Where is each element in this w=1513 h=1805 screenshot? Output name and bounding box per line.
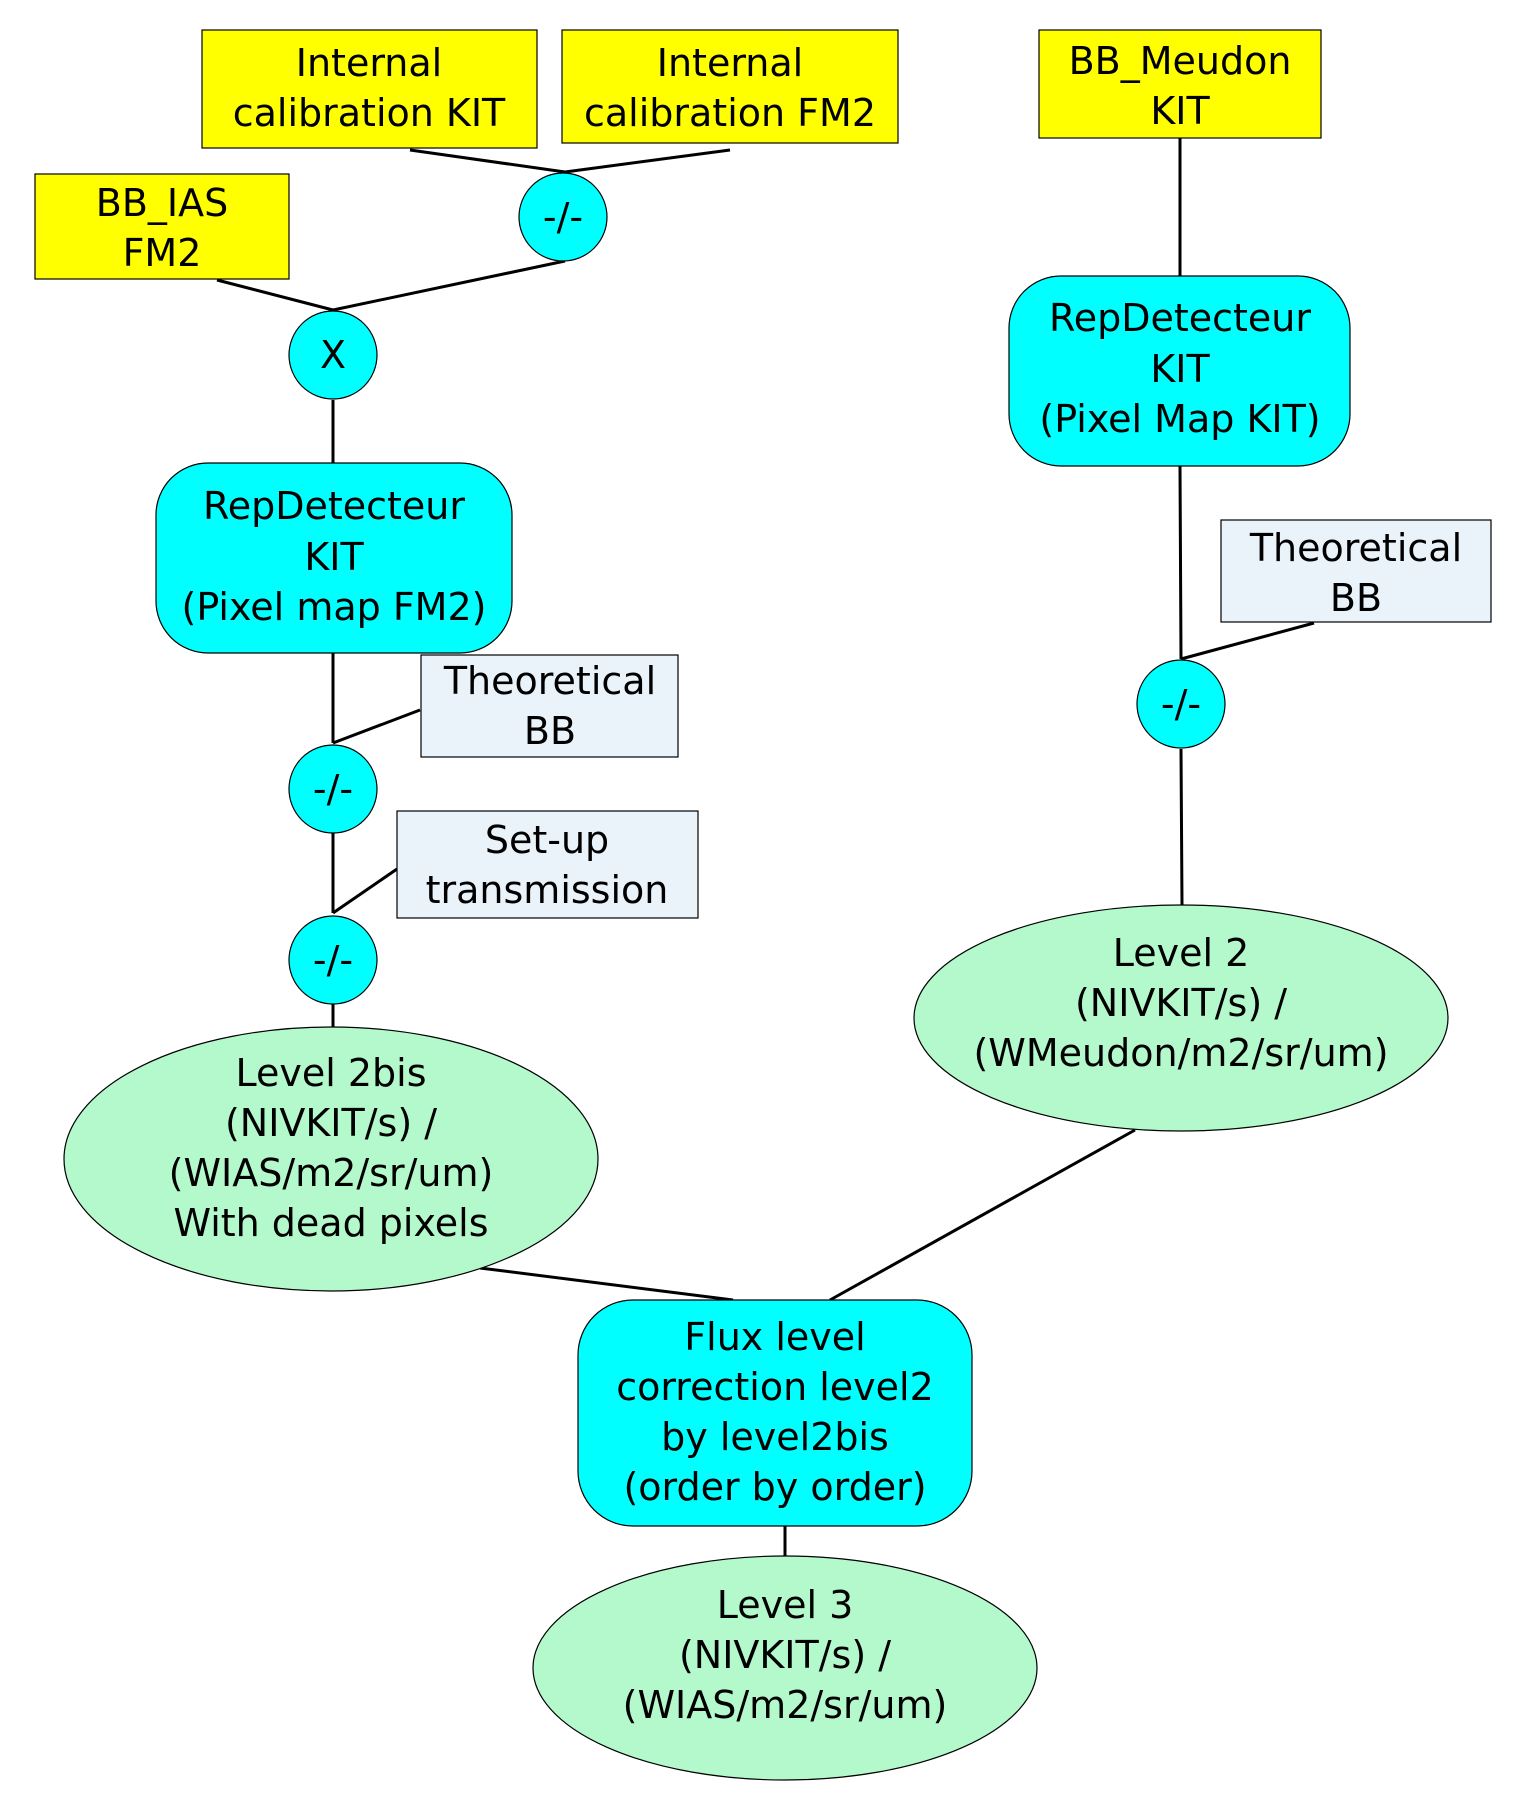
flux-correction-line-1: Flux level (684, 1315, 865, 1359)
internal-calibration-fm2-box: Internal calibration FM2 (561, 29, 899, 144)
edge-repdetecteur-right-to-divide (1178, 465, 1183, 660)
divide-operator-left-2-label: -/- (313, 938, 353, 982)
divide-operator-right-label: -/- (1161, 682, 1201, 726)
theoretical-bb-right-line-2: BB (1330, 576, 1382, 620)
setup-transmission-line-2: transmission (426, 868, 669, 912)
level2bis-line-1: Level 2bis (235, 1051, 426, 1095)
edge-setup-transmission (332, 867, 398, 915)
level2bis-ellipse: Level 2bis (NIVKIT/s) / (WIAS/m2/sr/um) … (63, 1026, 599, 1292)
edge-cal-fm2-to-divide (564, 148, 731, 174)
setup-transmission-box: Set-up transmission (396, 810, 699, 919)
edge-divide-right-to-level2 (1179, 748, 1184, 906)
theoretical-bb-right-box: Theoretical BB (1220, 519, 1492, 623)
level2bis-line-3: (WIAS/m2/sr/um) (169, 1151, 494, 1195)
repdetecteur-left-box: RepDetecteur KIT (Pixel map FM2) (155, 462, 513, 654)
edge-level2-to-flux (829, 1128, 1136, 1302)
edge-cal-kit-to-divide (409, 148, 566, 174)
flux-correction-line-3: by level2bis (661, 1415, 889, 1459)
edge-level2bis-to-flux (479, 1266, 734, 1302)
bb-meudon-kit-line-1: BB_Meudon (1069, 39, 1292, 83)
repdetecteur-left-line-3: (Pixel map FM2) (182, 585, 487, 629)
level2-ellipse: Level 2 (NIVKIT/s) / (WMeudon/m2/sr/um) (913, 904, 1449, 1132)
repdetecteur-right-line-1: RepDetecteur (1049, 296, 1311, 340)
internal-calibration-fm2-line-2: calibration FM2 (584, 91, 876, 135)
repdetecteur-right-line-3: (Pixel Map KIT) (1039, 397, 1320, 441)
repdetecteur-right-line-2: KIT (1150, 347, 1210, 391)
level3-line-3: (WIAS/m2/sr/um) (623, 1683, 948, 1727)
level2bis-line-4: With dead pixels (173, 1201, 488, 1245)
theoretical-bb-right-line-1: Theoretical (1249, 526, 1462, 570)
edge-theoretical-bb-left (332, 708, 421, 745)
divide-operator-left-1-label: -/- (313, 767, 353, 811)
flux-correction-line-4: (order by order) (623, 1465, 926, 1509)
internal-calibration-kit-box: Internal calibration KIT (201, 29, 538, 149)
bb-ias-fm2-line-1: BB_IAS (96, 181, 228, 225)
bb-ias-fm2-line-2: FM2 (123, 231, 202, 275)
internal-calibration-kit-line-2: calibration KIT (233, 91, 506, 135)
bb-meudon-kit-box: BB_Meudon KIT (1038, 29, 1322, 139)
level3-line-2: (NIVKIT/s) / (679, 1633, 891, 1677)
internal-calibration-fm2-line-1: Internal (657, 41, 803, 85)
theoretical-bb-left-line-1: Theoretical (443, 659, 656, 703)
theoretical-bb-left-line-2: BB (524, 709, 576, 753)
level2-line-2: (NIVKIT/s) / (1075, 981, 1287, 1025)
divide-operator-top: -/- (518, 172, 608, 262)
level2-line-3: (WMeudon/m2/sr/um) (973, 1031, 1388, 1075)
divide-operator-top-label: -/- (543, 195, 583, 239)
divide-operator-left-1: -/- (288, 744, 378, 834)
level3-ellipse: Level 3 (NIVKIT/s) / (WIAS/m2/sr/um) (532, 1555, 1038, 1781)
multiply-operator: X (288, 310, 378, 400)
bb-meudon-kit-line-2: KIT (1150, 89, 1210, 133)
internal-calibration-kit-line-1: Internal (296, 41, 442, 85)
repdetecteur-right-box: RepDetecteur KIT (Pixel Map KIT) (1008, 275, 1351, 467)
connector-lines (216, 138, 1315, 1557)
repdetecteur-left-line-1: RepDetecteur (203, 484, 465, 528)
bb-ias-fm2-box: BB_IAS FM2 (34, 173, 290, 280)
theoretical-bb-left-box: Theoretical BB (420, 654, 679, 758)
level2bis-line-2: (NIVKIT/s) / (225, 1101, 437, 1145)
edge-theoretical-bb-right (1180, 621, 1315, 661)
edge-divide-to-multiply (332, 259, 566, 312)
level2-line-1: Level 2 (1113, 931, 1250, 975)
setup-transmission-line-1: Set-up (485, 818, 609, 862)
edge-bb-ias-to-multiply (216, 278, 334, 312)
repdetecteur-left-line-2: KIT (304, 535, 364, 579)
flux-level-correction-box: Flux level correction level2 by level2bi… (577, 1299, 973, 1527)
level3-line-1: Level 3 (717, 1583, 854, 1627)
divide-operator-right: -/- (1136, 659, 1226, 749)
multiply-operator-label: X (320, 333, 346, 377)
flux-correction-line-2: correction level2 (616, 1365, 934, 1409)
divide-operator-left-2: -/- (288, 915, 378, 1005)
